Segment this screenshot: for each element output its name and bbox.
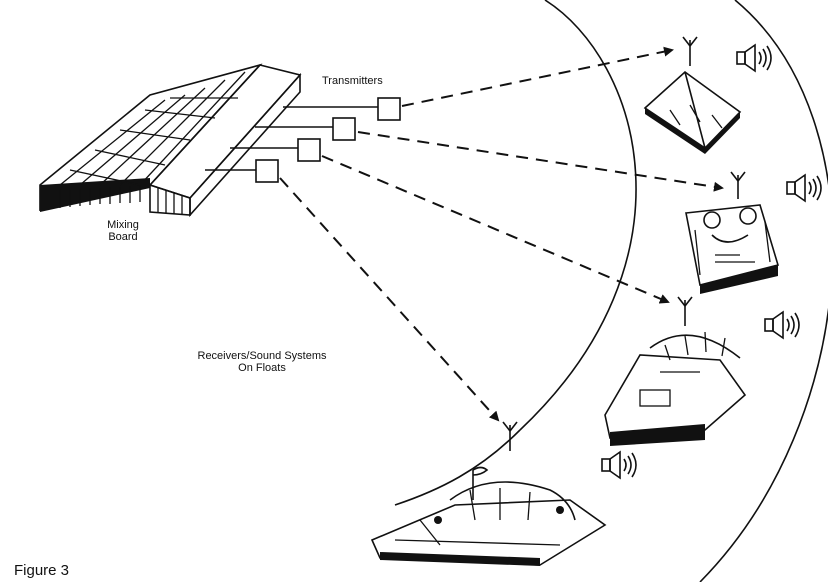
transmitter-box (297, 138, 321, 162)
transmitter-cables (205, 106, 378, 171)
mixing-board-label-line1: Mixing (107, 219, 139, 231)
antenna-icon (677, 296, 693, 326)
receivers-label-line2: On Floats (238, 362, 286, 374)
receivers-label-line1: Receivers/Sound Systems (197, 350, 327, 362)
transmitters-label: Transmitters (322, 75, 383, 87)
antennas (502, 36, 746, 451)
transmitter-box (377, 97, 401, 121)
antenna-icon (730, 171, 746, 199)
route-outer-edge (699, 0, 828, 582)
transmitter-box (255, 159, 279, 183)
parade-floats (370, 70, 780, 566)
mixing-board-label-line2: Board (108, 231, 138, 243)
route-inner-edge-lower (394, 429, 521, 506)
speaker-icon (764, 310, 800, 340)
transmitter-box (332, 117, 356, 141)
speaker-icon (601, 450, 637, 480)
speaker-icon (786, 173, 822, 203)
speakers (601, 43, 822, 480)
receivers-label: Receivers/Sound Systems On Floats (172, 350, 352, 374)
parade-float (370, 466, 607, 566)
mixing-board-label: Mixing Board (88, 219, 158, 243)
antenna-icon (682, 36, 698, 66)
mixing-board (39, 63, 302, 218)
figure-caption: Figure 3 (14, 562, 70, 579)
parade-float (604, 331, 747, 446)
radio-links (279, 46, 724, 422)
parade-float (643, 70, 742, 154)
speaker-icon (736, 43, 772, 73)
transmitters (255, 97, 401, 183)
parade-float (685, 204, 780, 294)
route-inner-edge (519, 0, 637, 431)
antenna-icon (502, 421, 518, 451)
